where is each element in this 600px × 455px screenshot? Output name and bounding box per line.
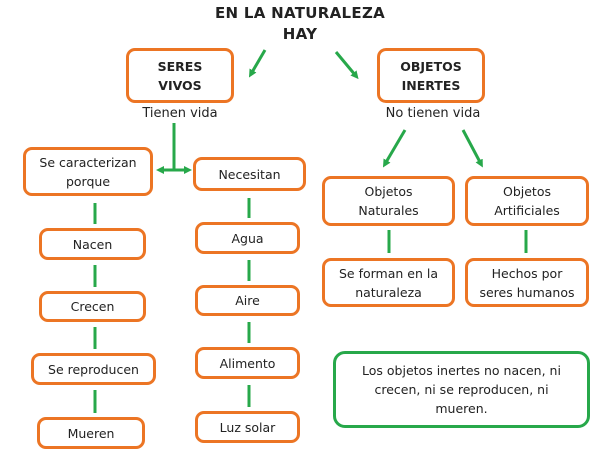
agua-box: Agua	[195, 222, 300, 254]
naturales-label-1: Objetos	[364, 184, 413, 199]
note-box: Los objetos inertes no nacen, ni crecen,…	[333, 351, 590, 428]
objetos-inertes-caption: No tienen vida	[385, 106, 481, 121]
artificiales-desc-box: Hechos por seres humanos	[465, 258, 589, 307]
objetos-inertes-label-2: INERTES	[401, 77, 461, 93]
diagram-title: EN LA NATURALEZA HAY	[185, 3, 415, 45]
seres-vivos-label-2: VIVOS	[158, 77, 202, 93]
note-text: Los objetos inertes no nacen, ni crecen,…	[362, 363, 561, 416]
arrow-to-naturales	[382, 129, 407, 168]
caracterizan-label-2: porque	[65, 173, 111, 189]
seres-vivos-caption: Tienen vida	[142, 106, 218, 121]
naturales-desc-box: Se forman en la naturaleza	[322, 258, 455, 307]
caracterizan-box: Se caracterizan porque	[23, 147, 153, 196]
luz-solar-box: Luz solar	[195, 411, 300, 443]
aire-box: Aire	[195, 285, 300, 316]
artificiales-desc-2: seres humanos	[479, 284, 575, 300]
caracterizan-label-1: Se caracterizan	[39, 154, 137, 170]
seres-vivos-box: SERES VIVOS	[126, 48, 234, 103]
artificiales-desc-1: Hechos por	[491, 265, 563, 281]
seres-vivos-label-1: SERES	[157, 58, 203, 74]
naturales-desc-2: naturaleza	[355, 284, 422, 300]
arrow-to-objetos-inertes	[334, 51, 359, 80]
artificiales-label-1: Objetos	[503, 184, 551, 199]
se-reproducen-box: Se reproducen	[31, 353, 156, 385]
objetos-inertes-label-1: OBJETOS	[400, 58, 462, 74]
objetos-inertes-box: OBJETOS INERTES	[377, 48, 485, 103]
arrow-to-seres-vivos	[248, 49, 267, 78]
arrow-to-artificiales	[461, 129, 483, 168]
alimento-box: Alimento	[195, 347, 300, 379]
title-line-1: EN LA NATURALEZA	[214, 4, 386, 22]
artificiales-label-2: Artificiales	[494, 203, 560, 218]
naturales-desc-1: Se forman en la	[338, 265, 439, 281]
naturales-label-2: Naturales	[358, 203, 419, 218]
crecen-box: Crecen	[39, 291, 146, 322]
objetos-naturales-box: Objetos Naturales	[322, 176, 455, 226]
objetos-artificiales-box: Objetos Artificiales	[465, 176, 589, 226]
title-line-2: HAY	[282, 25, 318, 43]
necesitan-box: Necesitan	[193, 157, 306, 191]
nacen-box: Nacen	[39, 228, 146, 260]
mueren-box: Mueren	[37, 417, 145, 449]
